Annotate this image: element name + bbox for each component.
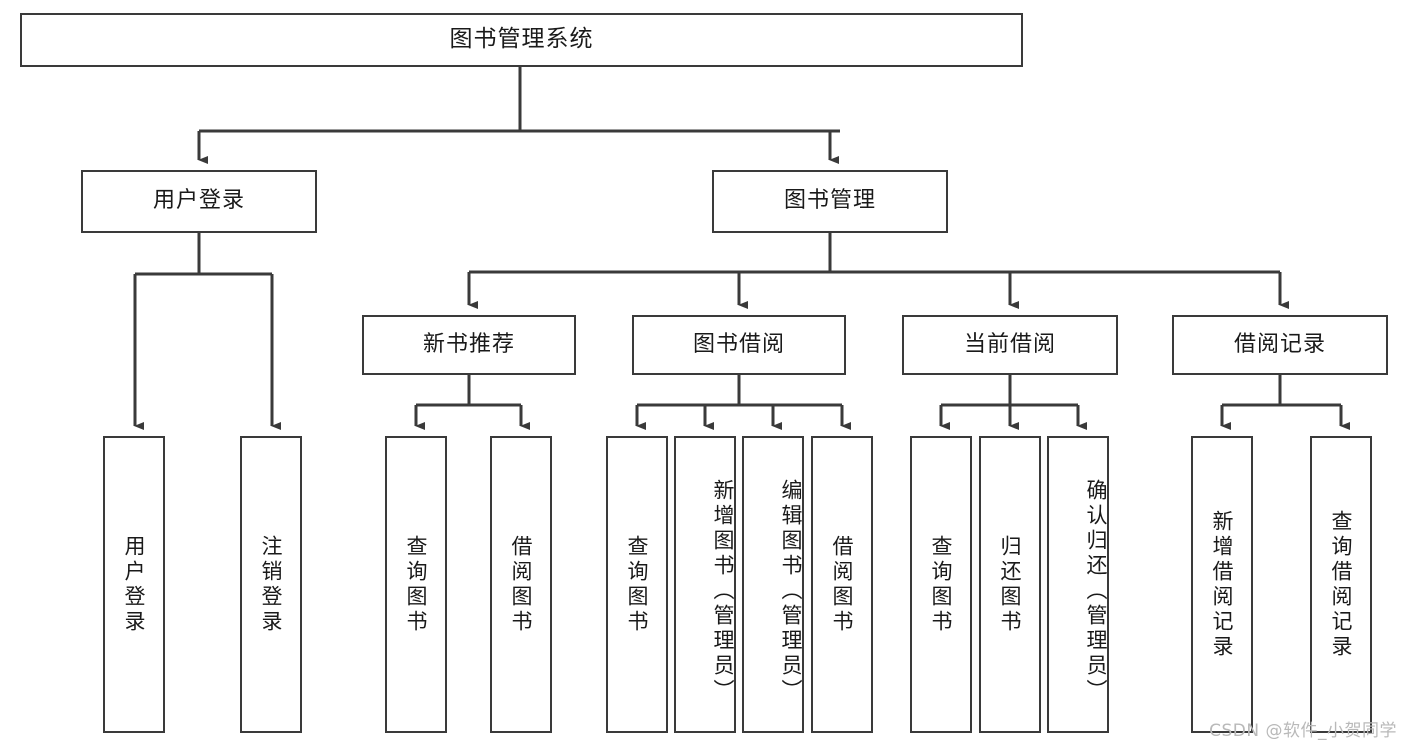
leaf-query-book-borrow[interactable]: 查询图书 — [606, 436, 668, 733]
node-current-borrow[interactable]: 当前借阅 — [902, 315, 1118, 375]
leaf-query-book-current-borrow[interactable]: 查询图书 — [910, 436, 972, 733]
leaf-borrow-book[interactable]: 借阅图书 — [811, 436, 873, 733]
leaf-add-borrow-record[interactable]: 新增借阅记录 — [1191, 436, 1253, 733]
leaf-user-logout[interactable]: 注销登录 — [240, 436, 302, 733]
leaf-add-book-admin[interactable]: 新增图书（管理员） — [674, 436, 736, 733]
csdn-watermark: CSDN @软件_小贺同学 — [1209, 721, 1397, 741]
leaf-return-book[interactable]: 归还图书 — [979, 436, 1041, 733]
node-user-login[interactable]: 用户登录 — [81, 170, 317, 233]
leaf-edit-book-admin[interactable]: 编辑图书（管理员） — [742, 436, 804, 733]
node-book-management[interactable]: 图书管理 — [712, 170, 948, 233]
leaf-borrow-book-new-recommend[interactable]: 借阅图书 — [490, 436, 552, 733]
leaf-user-login[interactable]: 用户登录 — [103, 436, 165, 733]
node-new-book-recommend[interactable]: 新书推荐 — [362, 315, 576, 375]
node-borrow-record[interactable]: 借阅记录 — [1172, 315, 1388, 375]
leaf-query-borrow-record[interactable]: 查询借阅记录 — [1310, 436, 1372, 733]
node-root-book-management-system[interactable]: 图书管理系统 — [20, 13, 1023, 67]
leaf-query-book-new-recommend[interactable]: 查询图书 — [385, 436, 447, 733]
node-book-borrow[interactable]: 图书借阅 — [632, 315, 846, 375]
leaf-confirm-return-admin[interactable]: 确认归还（管理员） — [1047, 436, 1109, 733]
